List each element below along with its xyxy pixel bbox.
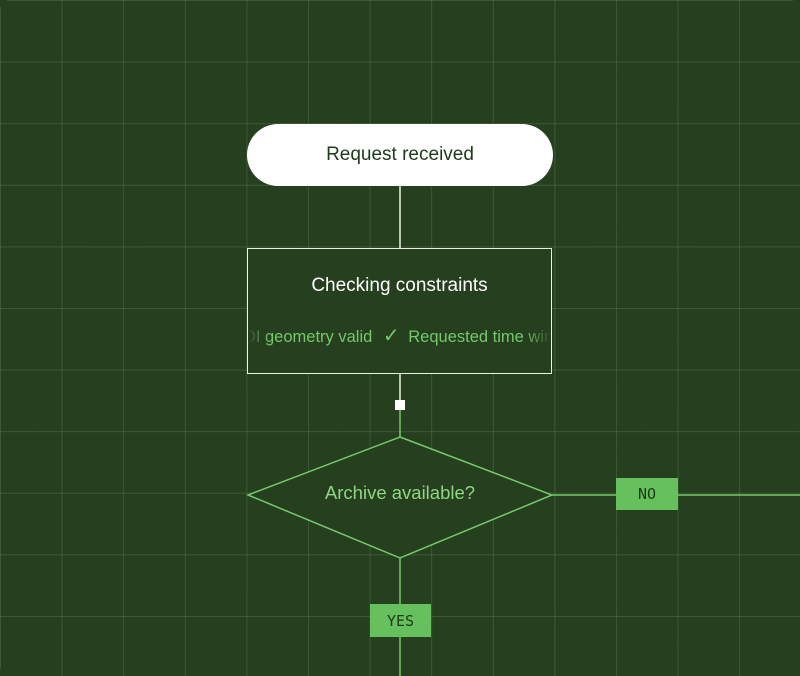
no-branch-label: NO bbox=[637, 485, 657, 503]
process-title: Checking constraints bbox=[311, 275, 488, 296]
constraint-item: AOI geometry valid bbox=[248, 328, 373, 346]
yes-branch-label: YES bbox=[386, 611, 415, 630]
yes-branch-badge: YES bbox=[370, 604, 431, 637]
constraint-item: Requested time window bbox=[408, 328, 552, 346]
start-node: Request received bbox=[247, 124, 553, 186]
start-node-label: Request received bbox=[326, 144, 474, 165]
check-icon: ✓ bbox=[382, 325, 400, 347]
connector-junction bbox=[395, 400, 405, 410]
decision-label: Archive available? bbox=[324, 482, 476, 503]
constraint-ticker: AOI geometry valid ✓ Requested time wind… bbox=[248, 323, 552, 348]
no-branch-badge: NO bbox=[616, 478, 678, 510]
process-node: Checking constraints AOI geometry valid … bbox=[247, 248, 552, 374]
